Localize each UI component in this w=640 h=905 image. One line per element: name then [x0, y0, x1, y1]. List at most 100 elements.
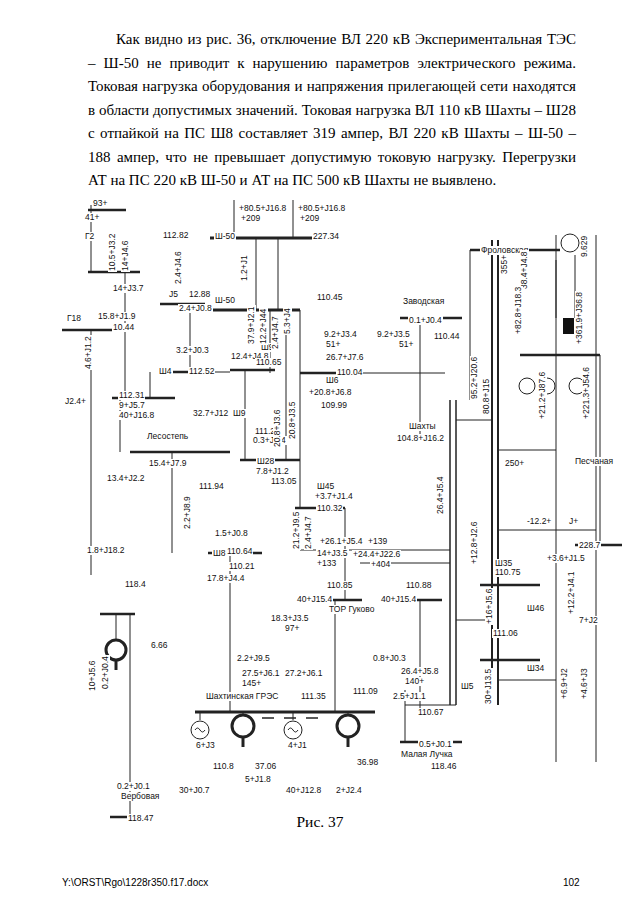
machine-symbol: [232, 715, 254, 737]
scheme-label: 9.2+J3.4: [323, 330, 358, 339]
scheme-label: 38.4+J4.8: [520, 250, 529, 290]
scheme-label: Лесостепь: [146, 432, 189, 441]
wire: [278, 238, 279, 310]
scheme-label: J+: [568, 517, 579, 526]
wire: [130, 451, 230, 454]
scheme-label: 7+J2: [578, 616, 599, 625]
scheme-label: Малая Лучка: [400, 750, 454, 759]
wire: [405, 705, 456, 706]
scheme-label: 3.2+J0.3: [175, 346, 210, 355]
file-path: Y:\ORST\Rgo\1228r350.f17.docx: [62, 877, 208, 888]
scheme-label: 15.4+J7.9: [148, 459, 188, 468]
scheme-label: 104.8+J16.2: [396, 434, 445, 443]
machine-symbol: [284, 721, 302, 739]
scheme-label: 20.8+J3.6: [273, 408, 282, 448]
scheme-label: 0.2+J0.4: [101, 655, 110, 690]
wire: [293, 200, 294, 238]
scheme-label: 228.7: [578, 541, 601, 550]
scheme-label: 6+J3: [195, 741, 216, 750]
scheme-label: 32.7+J12: [192, 409, 229, 418]
scheme-label: 27.5+J6.1: [241, 669, 281, 678]
scheme-label: 40+J15.4: [296, 595, 333, 604]
scheme-label: 110.75: [494, 568, 521, 577]
scheme-label: 111.94: [198, 482, 225, 491]
machine-symbol: [561, 234, 579, 252]
generator-sine: [288, 728, 298, 732]
scheme-label: +12.8+J2.6: [470, 520, 479, 565]
scheme-label: 112.82: [162, 231, 189, 240]
wire: [125, 272, 126, 330]
scheme-label: 110.88: [405, 581, 432, 590]
scheme-label: 30+J13.5: [484, 668, 493, 705]
scheme-label: Шахтинская ГРЭС: [205, 692, 279, 701]
scheme-label: 118.46: [430, 762, 457, 771]
scheme-label: 112.31: [118, 391, 145, 400]
wire: [256, 238, 257, 310]
scheme-label: 6.66: [150, 641, 169, 650]
scheme-label: +4.6+J3: [580, 667, 589, 700]
scheme-label: 13.4+J2.2: [106, 474, 146, 483]
wire: [116, 614, 117, 640]
scheme-label: 14+J3.7: [112, 284, 145, 293]
scheme-label: +80.5+J16.8: [238, 204, 287, 213]
scheme-label: 111.06: [492, 629, 519, 638]
scheme-label: 110.45: [316, 293, 343, 302]
scheme-label: Ш28: [256, 457, 275, 466]
scheme-label: 0.8+J0.3: [372, 654, 407, 663]
scheme-label: Песчаная: [574, 457, 614, 466]
scheme-label: 227.34: [312, 232, 340, 241]
wire: [556, 260, 557, 318]
scheme-label: 2.4+J0.8: [178, 304, 213, 313]
wire: [125, 330, 126, 398]
scheme-label: 10.5+J3.2: [108, 232, 117, 272]
scheme-label: 18.3+J3.5: [270, 614, 310, 623]
scheme-label: 5.3+J4: [283, 307, 292, 335]
scheme-label: 250+: [504, 459, 525, 468]
scheme-label: +82.8+J18.3: [514, 286, 523, 335]
scheme-label: +26.1+J5.4: [319, 537, 364, 546]
scheme-label: 113.05: [270, 477, 297, 486]
scheme-label: Ш4: [158, 367, 173, 376]
scheme-label: 9+J5.7: [118, 401, 146, 410]
scheme-label: Ш8: [212, 549, 227, 558]
scheme-label: 1.8+J18.2: [86, 546, 126, 555]
scheme-label: 40+J15.4: [380, 595, 417, 604]
scheme-label: 4.6+J1.2: [84, 335, 93, 370]
scheme-label: Ш-50: [214, 296, 236, 305]
scheme-label: 10+J5.6: [88, 660, 97, 693]
wire: [520, 354, 600, 357]
scheme-label: 97+: [284, 624, 300, 633]
scheme-label: 0.3+J0.4: [252, 436, 287, 445]
scheme-label: 0.5+J0.1: [418, 740, 453, 749]
scheme-label: 110.21: [228, 562, 255, 571]
scheme-label: +133: [316, 559, 337, 568]
scheme-label: 40+J16.8: [118, 411, 155, 420]
scheme-label: +139: [367, 537, 388, 546]
scheme-label: 80.8+J15: [482, 378, 491, 415]
scheme-label: +209: [240, 214, 261, 223]
generator-stem: [347, 737, 350, 747]
scheme-label: Шахты: [408, 422, 437, 431]
scheme-label: +221.3+J54.6: [582, 366, 591, 420]
scheme-label: 110.32: [316, 504, 343, 513]
scheme-label: J5: [168, 290, 179, 299]
scheme-label: Ш35: [494, 559, 513, 568]
scheme-label: 2.4+J4.7: [304, 515, 313, 550]
scheme-label: 110.64: [226, 547, 253, 556]
scheme-label: 140+: [404, 677, 425, 686]
scheme-label: 20.8+J3.5: [288, 400, 297, 440]
scheme-label: +361.9+J36.8: [575, 291, 584, 345]
wire: [480, 659, 540, 662]
body-text: Как видно из рис. 36, отключение ВЛ 220 …: [88, 28, 576, 193]
scheme-label: +16+J5.6: [485, 588, 494, 625]
scheme-label: 2.4+J4.7: [271, 315, 280, 350]
scheme-label: 4+J1: [287, 741, 308, 750]
scheme-label: 118.4: [124, 580, 147, 589]
scheme-label: J2.4+: [64, 397, 87, 406]
scheme-label: 14+J4.6: [121, 240, 130, 273]
scheme-label: 2.5+J1.1: [392, 692, 427, 701]
scheme-label: -12.2+: [526, 517, 552, 526]
scheme-label: +20.8+J6.8: [308, 388, 353, 397]
scheme-label: Ш46: [526, 604, 545, 613]
scheme-label: Ш5: [460, 682, 475, 691]
